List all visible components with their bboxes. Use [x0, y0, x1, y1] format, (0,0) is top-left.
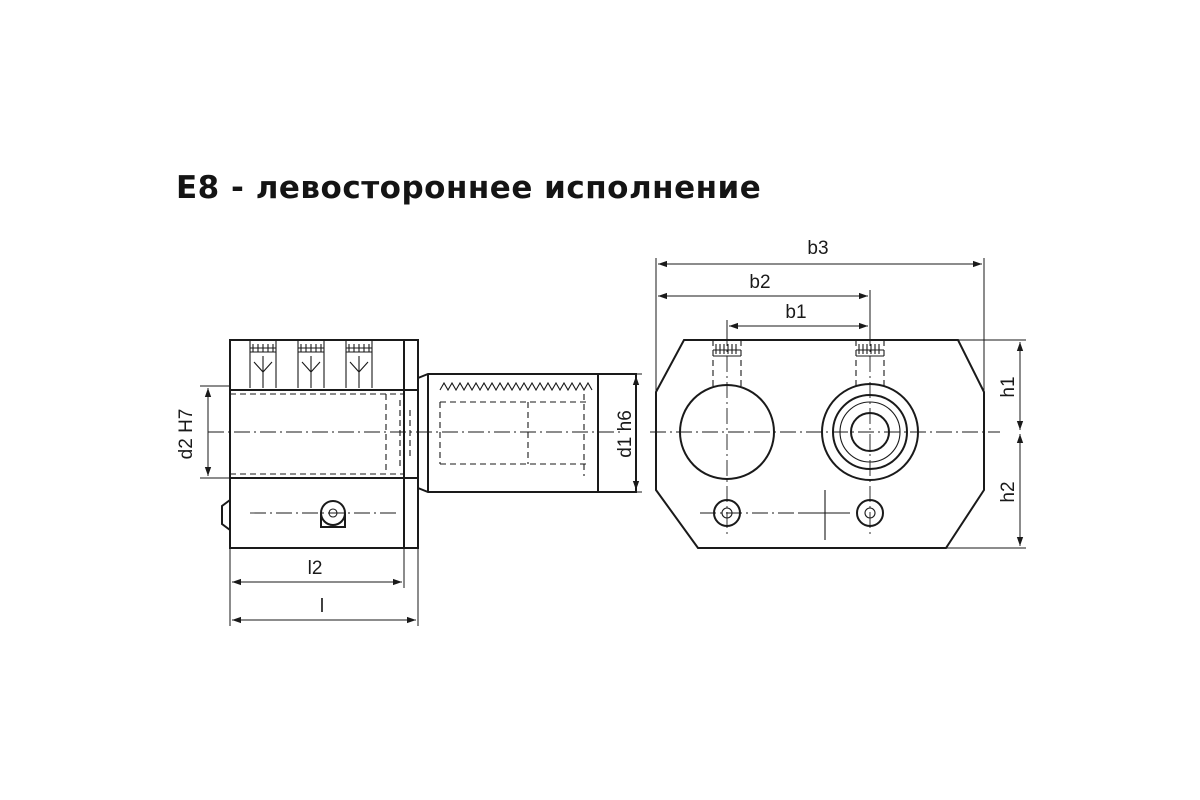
serration-teeth	[439, 381, 593, 392]
b1-label: b1	[785, 302, 806, 323]
h1-label: h1	[998, 376, 1019, 397]
shank-outline	[417, 373, 637, 493]
b2-label: b2	[749, 272, 770, 293]
front-view: b3 b2 b1 h1 h2	[650, 238, 1026, 549]
side-plug	[221, 499, 231, 531]
l-label: l	[320, 596, 324, 617]
b3-label: b3	[807, 238, 828, 259]
front-outline	[655, 339, 985, 549]
d1-label: d1 h6	[615, 410, 636, 458]
clamping-screws	[249, 340, 373, 388]
l2-label: l2	[308, 558, 323, 579]
threaded-hole-right	[855, 340, 885, 388]
page-title: E8 - левостороннее исполнение	[176, 170, 762, 206]
side-view: d2 H7 d1 h6 l2 l	[176, 339, 642, 626]
d2-label: d2 H7	[176, 409, 197, 460]
h2-label: h2	[998, 481, 1019, 502]
